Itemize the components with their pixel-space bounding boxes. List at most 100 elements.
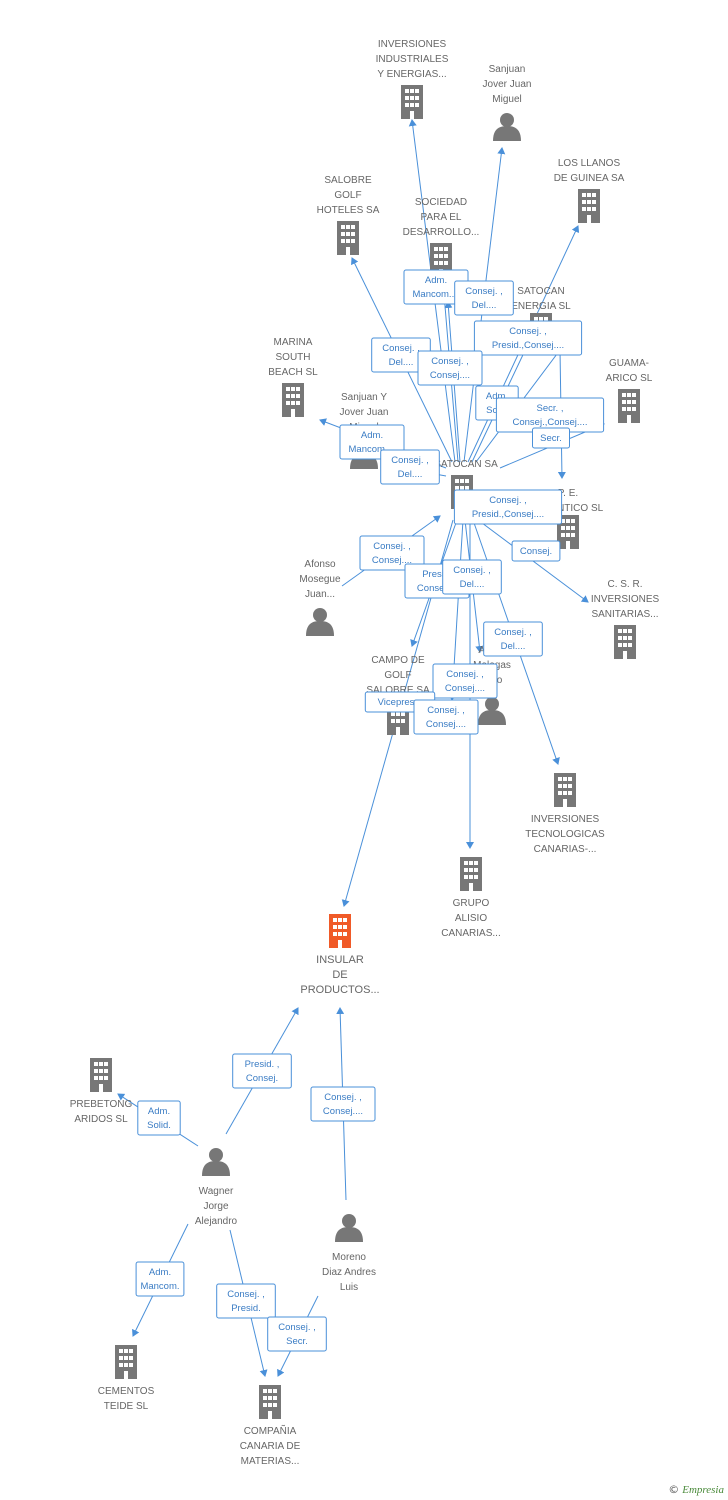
- node-label: HOTELES SA: [317, 205, 380, 216]
- edge-role-label[interactable]: Consej. , Consej....: [359, 535, 425, 571]
- person-node-afonso[interactable]: AfonsoMosegueJuan...: [299, 559, 341, 636]
- node-label: C. S. R.: [607, 579, 642, 590]
- company-node-salobre_golf[interactable]: SALOBRE GOLF HOTELES SA: [317, 175, 380, 255]
- node-label: CANARIAS-...: [534, 844, 597, 855]
- node-label: SALOBRE: [324, 175, 372, 186]
- edge-role-label[interactable]: Consej. ,Consej....: [417, 350, 483, 386]
- edge-role-label[interactable]: Consej. ,Consej....: [413, 699, 479, 735]
- building-icon: [618, 389, 640, 423]
- edge-role-text: Consej....: [372, 555, 412, 566]
- node-label: DESARROLLO...: [403, 227, 480, 238]
- edge-role-label[interactable]: Consej. ,Del....: [380, 449, 440, 485]
- edge-role-label[interactable]: Adm. Mancom.: [135, 1261, 185, 1297]
- edge-role-text: Consej. ,: [391, 455, 429, 466]
- edge-role-label[interactable]: Consej. ,Del....: [442, 559, 502, 595]
- edge-role-label[interactable]: Consej. ,Del....: [483, 621, 543, 657]
- building-icon: [282, 383, 304, 417]
- node-label: GOLF: [334, 190, 361, 201]
- edge-role-text: Presid.,Consej....: [492, 340, 564, 351]
- edge-role-text: Adm.: [486, 391, 508, 402]
- building-icon: [90, 1058, 112, 1092]
- person-icon: [493, 113, 521, 141]
- edge-role-text: Adm.: [149, 1267, 171, 1278]
- company-node-alisio[interactable]: GRUPOALISIOCANARIAS...: [441, 857, 501, 939]
- edge-role-text: Del....: [472, 300, 497, 311]
- edge-role-label[interactable]: Consej. ,Consej....: [432, 663, 498, 699]
- node-label: DE: [332, 969, 347, 981]
- edge-role-label[interactable]: Consej. ,Presid.,Consej....: [453, 489, 563, 525]
- node-label: Sanjuan: [489, 64, 526, 75]
- edge-role-label[interactable]: Consej. ,Del....: [454, 280, 514, 316]
- edge-role-label[interactable]: Secr. ,Consej.,Consej....: [495, 397, 605, 433]
- edge-role-text: Del....: [501, 641, 526, 652]
- edge-role-text: Presid.: [422, 569, 452, 580]
- node-label: SATOCAN SA: [434, 459, 498, 470]
- company-node-guama[interactable]: GUAMA-ARICO SL: [606, 358, 653, 423]
- node-label: Jorge: [203, 1201, 228, 1212]
- node-label: GRUPO: [453, 898, 490, 909]
- edge-role-label[interactable]: Secr.: [532, 427, 570, 449]
- building-icon: [401, 85, 423, 119]
- building-icon: [259, 1385, 281, 1419]
- edge-role-text: Del....: [389, 357, 414, 368]
- edge-role-text: Consej....: [430, 370, 470, 381]
- node-label: COMPAÑIA: [244, 1424, 297, 1437]
- node-label: MARINA: [274, 337, 313, 348]
- company-node-inv_tec[interactable]: INVERSIONESTECNOLOGICASCANARIAS-...: [525, 773, 605, 855]
- edge-role-text: Consej. ,: [373, 541, 411, 552]
- company-node-atlantico[interactable]: P. E.ATLANTICO SL: [533, 488, 604, 549]
- edge-role-label[interactable]: Consej. , Del....: [371, 337, 431, 373]
- edge-role-label[interactable]: Consej.: [511, 540, 561, 562]
- edge-role-text: Consej. ,: [446, 669, 484, 680]
- edge-role-label[interactable]: Consej. ,Presid.: [216, 1283, 276, 1319]
- company-node-csr[interactable]: C. S. R.INVERSIONESSANITARIAS...: [591, 579, 660, 659]
- node-label: INVERSIONES: [378, 39, 447, 50]
- person-icon: [478, 697, 506, 725]
- company-node-insular[interactable]: INSULARDEPRODUCTOS...: [300, 914, 380, 996]
- footer-brand[interactable]: ©Empresia: [668, 1483, 724, 1496]
- node-label: Jover Juan: [483, 79, 532, 90]
- node-label: ARICO SL: [606, 373, 653, 384]
- edge-role-text: Mancom.: [140, 1281, 179, 1292]
- edge-role-label[interactable]: Consej. ,Presid.,Consej....: [473, 320, 583, 356]
- edge-role-label[interactable]: Adm.Solid.: [137, 1100, 181, 1136]
- edge-role-label[interactable]: Presid. ,Consej.: [232, 1053, 292, 1089]
- node-label: DE GUINEA SA: [554, 173, 625, 184]
- node-label: TEIDE SL: [104, 1401, 149, 1412]
- person-icon: [202, 1148, 230, 1176]
- building-icon: [329, 914, 351, 948]
- node-label: Luis: [340, 1282, 358, 1293]
- building-icon: [460, 857, 482, 891]
- edge-role-label[interactable]: Adm.Mancom....: [403, 269, 469, 305]
- company-node-llanos[interactable]: LOS LLANOS DE GUINEA SA: [554, 158, 625, 223]
- company-node-satocan[interactable]: SATOCAN SA: [434, 459, 498, 509]
- edge-role-text: Consej.: [520, 546, 552, 557]
- edge-role-text: Consej. ,: [382, 343, 420, 354]
- edge-role-text: Consej....: [426, 719, 466, 730]
- node-label: LOS LLANOS: [558, 158, 621, 169]
- edge-role-text: Consej.,Consej....: [513, 417, 588, 428]
- node-label: PREBETONG: [70, 1099, 133, 1110]
- node-label: Wagner: [199, 1186, 234, 1197]
- node-label: CANARIAS...: [441, 928, 500, 939]
- node-label: SATOCAN: [517, 286, 564, 297]
- edge-role-text: Adm.: [361, 430, 383, 441]
- edge-role-label[interactable]: Consej. ,Consej....: [310, 1086, 376, 1122]
- edge-role-text: Presid. ,: [245, 1059, 280, 1070]
- node-label: MATERIAS...: [241, 1456, 300, 1467]
- edge-role-label[interactable]: Consej. ,Secr.: [267, 1316, 327, 1352]
- edge-role-text: Del....: [460, 579, 485, 590]
